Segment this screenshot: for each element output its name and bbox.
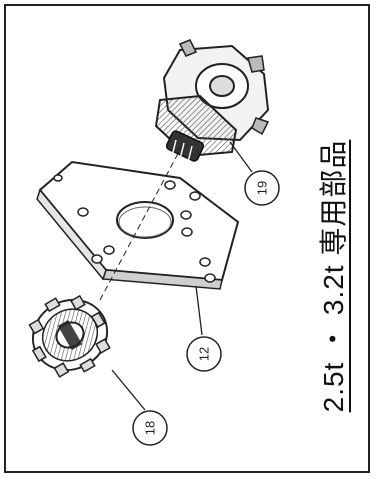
leader-line-18	[111, 369, 146, 411]
callout-12-label: 12	[197, 347, 212, 361]
leader-line-19	[229, 141, 253, 173]
mounting-plate-part	[36, 160, 240, 290]
caption-block: 2.5t ・ 3.2t 専用部品	[300, 96, 364, 456]
callout-12: 12	[186, 336, 222, 372]
callout-18: 18	[132, 410, 168, 446]
callout-18-label: 18	[143, 421, 158, 435]
spur-gear-part	[28, 294, 111, 378]
callout-19-label: 19	[255, 181, 270, 195]
caption-text: 2.5t ・ 3.2t 専用部品	[318, 139, 349, 413]
hub-assembly-part	[154, 39, 270, 163]
assembly-axis	[99, 145, 183, 301]
leader-line-12	[195, 285, 203, 336]
callout-19: 19	[244, 170, 280, 206]
